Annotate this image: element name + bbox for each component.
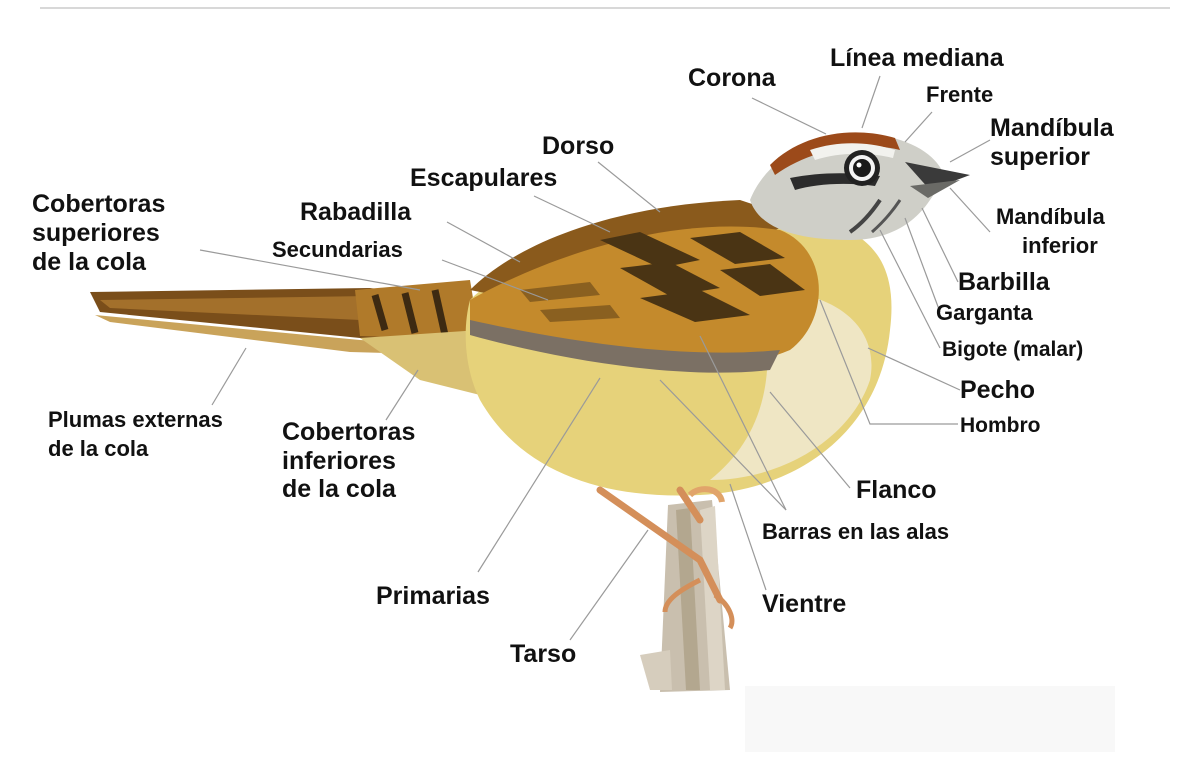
label-mandibula-inferior-1: Mandíbula [996, 204, 1106, 229]
label-cobertoras-sup-1: Cobertoras [32, 190, 165, 218]
label-tarso: Tarso [510, 640, 576, 668]
label-pecho: Pecho [960, 376, 1035, 404]
label-dorso: Dorso [542, 132, 614, 160]
label-plumas-ext-1: Plumas externas [48, 407, 223, 432]
label-rabadilla: Rabadilla [300, 198, 412, 226]
label-primarias: Primarias [376, 582, 490, 610]
label-barbilla: Barbilla [958, 268, 1051, 296]
label-plumas-ext-2: de la cola [48, 436, 149, 461]
label-corona: Corona [688, 64, 777, 92]
label-hombro: Hombro [960, 414, 1041, 437]
label-mandibula-superior-2: superior [990, 143, 1090, 171]
label-secundarias: Secundarias [272, 237, 403, 262]
label-barras: Barras en las alas [762, 519, 949, 544]
label-escapulares: Escapulares [410, 164, 557, 192]
blank-panel [745, 686, 1115, 752]
label-cobertoras-sup-2: superiores [32, 219, 160, 247]
label-garganta: Garganta [936, 300, 1033, 325]
label-mandibula-inferior-2: inferior [1022, 233, 1098, 258]
label-linea-mediana: Línea mediana [830, 44, 1005, 72]
label-flanco: Flanco [856, 476, 937, 504]
label-vientre: Vientre [762, 590, 846, 618]
label-cobertoras-inf-2: inferiores [282, 447, 396, 475]
label-mandibula-superior-1: Mandíbula [990, 114, 1115, 142]
label-cobertoras-sup-3: de la cola [32, 248, 147, 276]
label-cobertoras-inf-1: Cobertoras [282, 418, 415, 446]
label-frente: Frente [926, 82, 993, 107]
label-bigote: Bigote (malar) [942, 338, 1083, 361]
label-cobertoras-inf-3: de la cola [282, 475, 397, 503]
